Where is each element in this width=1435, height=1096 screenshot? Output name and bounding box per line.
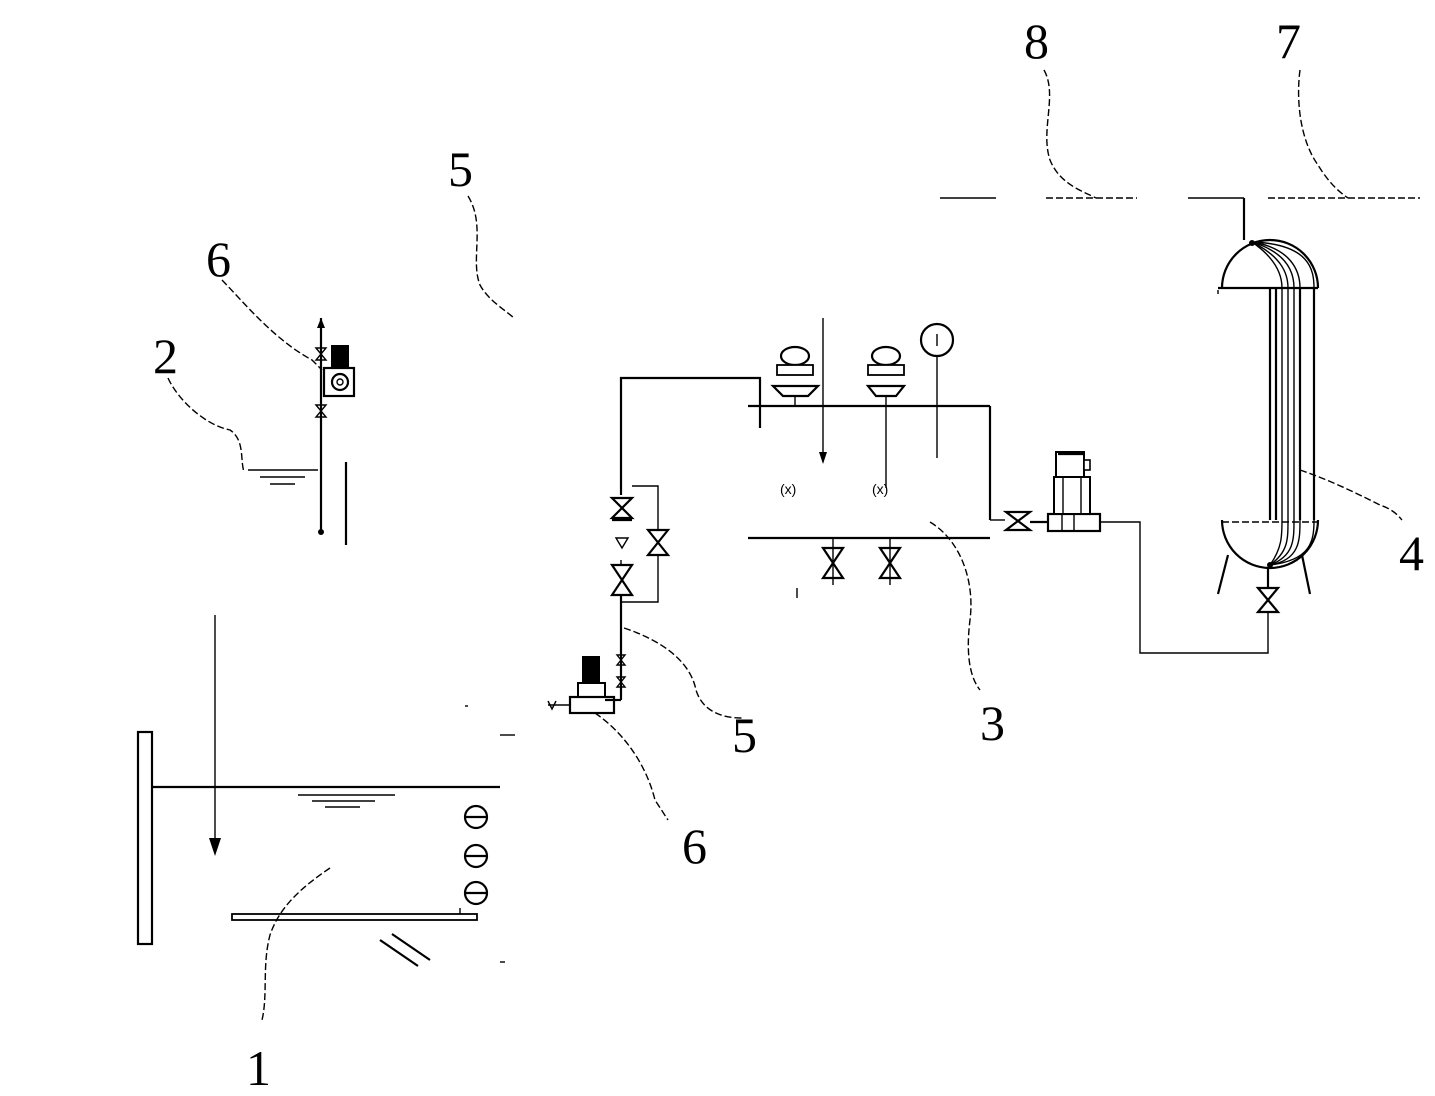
tube-bundle xyxy=(1249,240,1316,568)
svg-text:(x): (x) xyxy=(872,481,888,497)
transfer-pipe xyxy=(990,451,1281,654)
svg-text:(x): (x) xyxy=(780,481,796,497)
label-4: 4 xyxy=(1399,525,1424,581)
label-6-top: 6 xyxy=(206,231,231,287)
transfer-pump-icon xyxy=(1046,451,1102,533)
pressure-gauge-icon xyxy=(919,322,955,458)
label-2: 2 xyxy=(153,328,178,384)
label-7: 7 xyxy=(1276,13,1301,69)
mixer-motor-icon: (x) xyxy=(865,345,907,497)
label-8: 8 xyxy=(1024,13,1049,69)
label-5-mid: 5 xyxy=(732,707,757,763)
label-3: 3 xyxy=(980,695,1005,751)
pump-6-top xyxy=(322,345,356,398)
reactor-3: (x) (x) xyxy=(748,318,992,598)
label-1: 1 xyxy=(246,1040,271,1096)
pipeline-5 xyxy=(609,376,762,700)
float-ball-icon xyxy=(463,804,489,906)
pump-6-bottom xyxy=(547,656,621,715)
label-5-top: 5 xyxy=(448,141,473,197)
column-4 xyxy=(1216,198,1320,595)
mixer-motor-icon: (x) xyxy=(770,345,821,497)
label-6-bottom: 6 xyxy=(682,818,707,874)
leader-lines xyxy=(167,69,1403,1021)
tank-1 xyxy=(136,615,515,967)
tank-2 xyxy=(248,318,348,545)
